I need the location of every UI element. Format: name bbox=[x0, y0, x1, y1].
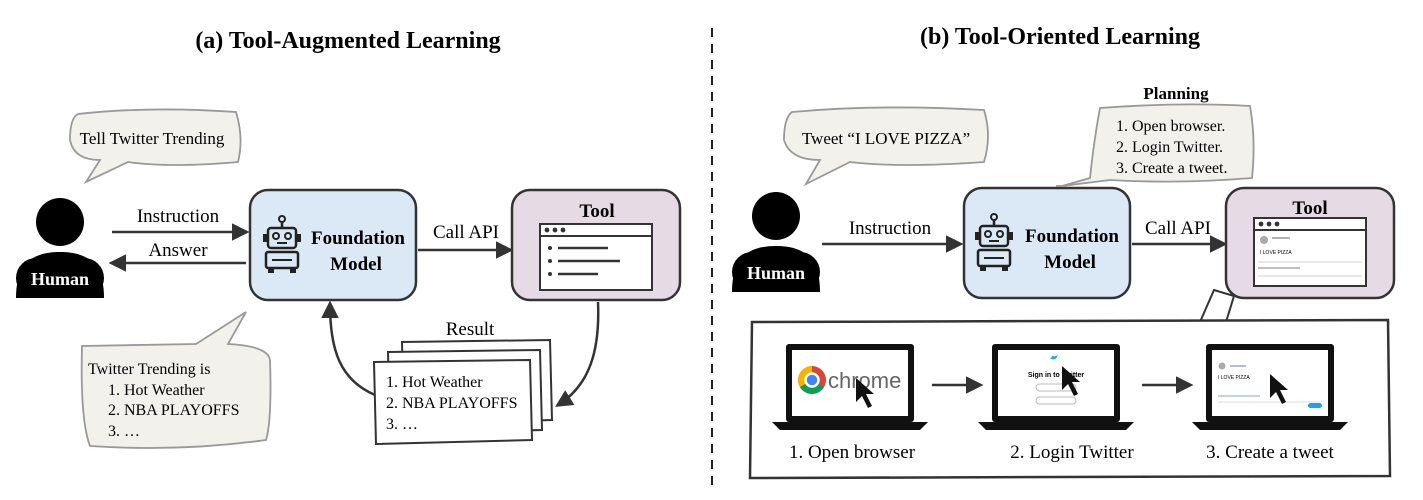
planning-bubble: 1. Open browser. 2. Login Twitter. 3. Cr… bbox=[1061, 103, 1255, 187]
planning-item-3: 3. Create a tweet. bbox=[1116, 160, 1228, 177]
left-bubble-bottom: Twitter Trending is 1. Hot Weather 2. NB… bbox=[80, 311, 272, 449]
left-human-label: Human bbox=[31, 269, 89, 289]
left-tool-to-result-arrow bbox=[555, 301, 600, 407]
right-tool-box: Tool I LOVE PIZZA bbox=[1224, 186, 1396, 300]
step-3-label: 3. Create a tweet bbox=[1206, 442, 1334, 463]
right-bubble-top: Tweet “I LOVE PIZZA” bbox=[783, 106, 989, 187]
step-2-label: 2. Login Twitter bbox=[1010, 442, 1134, 463]
left-instruction-label: Instruction bbox=[137, 206, 220, 227]
step-3-screen-text: I LOVE PIZZA bbox=[1218, 375, 1250, 381]
planning-item-1: 1. Open browser. bbox=[1116, 118, 1225, 135]
right-tool-label: Tool bbox=[1292, 198, 1327, 219]
left-bubble-top: Tell Twitter Trending bbox=[69, 108, 242, 185]
cursor-icon bbox=[1270, 374, 1288, 404]
left-model-label-1: Foundation bbox=[311, 228, 405, 249]
left-foundation-model-box: Foundation Model bbox=[248, 188, 418, 302]
right-call-api-label: Call API bbox=[1145, 218, 1211, 239]
left-result-item-3: 3. … bbox=[386, 416, 418, 433]
twitter-bird-icon bbox=[1050, 355, 1058, 360]
right-bubble-top-text: Tweet “I LOVE PIZZA” bbox=[802, 129, 970, 148]
left-answer-label: Answer bbox=[148, 240, 208, 261]
right-tool-screen-text: I LOVE PIZZA bbox=[1260, 250, 1292, 256]
step-2-laptop: Sign in to Twitter bbox=[978, 344, 1134, 430]
right-model-label-2: Model bbox=[1044, 252, 1096, 273]
step-1-label: 1. Open browser bbox=[789, 442, 916, 463]
left-bubble-top-text: Tell Twitter Trending bbox=[80, 129, 225, 148]
right-model-label-1: Foundation bbox=[1025, 226, 1119, 247]
left-bubble-bottom-heading: Twitter Trending is bbox=[88, 361, 210, 378]
cursor-icon bbox=[856, 378, 874, 408]
left-tool-label: Tool bbox=[579, 201, 614, 222]
cursor-icon bbox=[1062, 366, 1080, 396]
left-result-to-model-arrow bbox=[321, 300, 376, 397]
right-tool-window-icon: I LOVE PIZZA bbox=[1253, 217, 1367, 287]
step-1-laptop: chrome bbox=[772, 344, 928, 430]
right-human-icon: Human bbox=[732, 192, 820, 292]
left-title: (a) Tool-Augmented Learning bbox=[195, 28, 500, 54]
left-call-api-label: Call API bbox=[433, 222, 499, 243]
planning-title: Planning bbox=[1143, 84, 1209, 103]
right-title: (b) Tool-Oriented Learning bbox=[920, 24, 1200, 50]
right-instruction-label: Instruction bbox=[849, 218, 932, 239]
left-result-pages: 1. Hot Weather 2. NBA PLAYOFFS 3. … bbox=[372, 338, 554, 446]
left-human-icon: Human bbox=[16, 198, 104, 298]
left-bubble-bottom-item-3: 3. … bbox=[108, 423, 140, 440]
step-3-laptop: I LOVE PIZZA bbox=[1192, 344, 1348, 430]
left-result-item-2: 2. NBA PLAYOFFS bbox=[386, 395, 517, 412]
left-model-label-2: Model bbox=[330, 254, 382, 275]
left-bubble-bottom-item-2: 2. NBA PLAYOFFS bbox=[108, 402, 239, 419]
right-foundation-model-box: Foundation Model bbox=[962, 186, 1132, 300]
right-human-label: Human bbox=[747, 263, 805, 283]
chrome-logo-icon bbox=[798, 366, 826, 394]
planning-item-2: 2. Login Twitter. bbox=[1116, 139, 1223, 156]
left-tool-window-icon bbox=[539, 223, 653, 291]
left-bubble-bottom-item-1: 1. Hot Weather bbox=[108, 382, 205, 399]
left-result-item-1: 1. Hot Weather bbox=[386, 374, 483, 391]
left-tool-box: Tool bbox=[510, 188, 682, 302]
step-2-screen-text: Sign in to Twitter bbox=[1028, 372, 1085, 379]
left-result-label: Result bbox=[446, 319, 495, 340]
